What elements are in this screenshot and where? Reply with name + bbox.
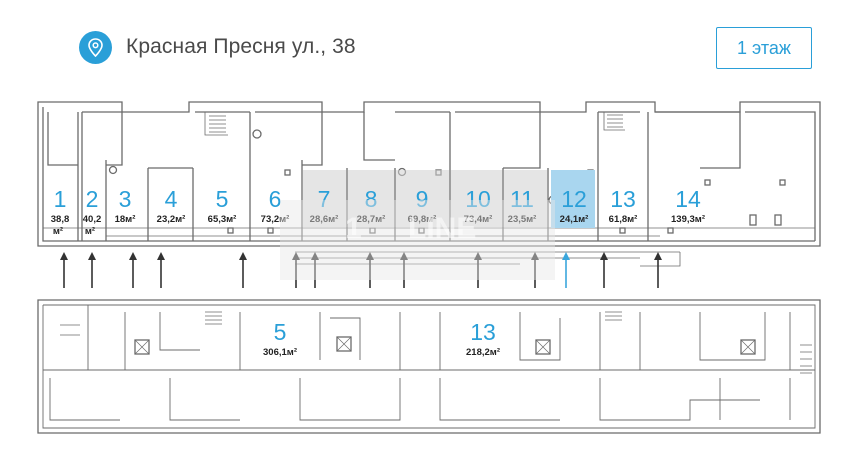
unit-number: 8 — [365, 186, 378, 212]
unit-9-fill[interactable] — [396, 170, 449, 228]
watermark-left: 1 — [345, 212, 362, 245]
unit-area-unit: м² — [53, 226, 63, 237]
unit-area: 28,6м² — [310, 214, 339, 225]
unit-area: 24,1м² — [560, 214, 589, 225]
unit-area: 61,8м² — [609, 214, 638, 225]
unit-area: 65,3м² — [208, 214, 237, 225]
unit-number: 4 — [165, 186, 178, 212]
unit-area: 18м² — [115, 214, 136, 225]
unit-1[interactable]: 1 38,8м² — [51, 186, 70, 237]
unit-10[interactable]: 10 73,4м² — [464, 186, 493, 225]
unit-area: 40,2 — [83, 214, 102, 225]
unit-12-fill[interactable] — [551, 170, 595, 228]
unit-number: 5 — [274, 319, 287, 345]
unit-number: 2 — [86, 186, 99, 212]
unit-area: 28,7м² — [357, 214, 386, 225]
unit-number: 5 — [216, 186, 229, 212]
unit-area: 69,8м² — [408, 214, 437, 225]
unit-11[interactable]: 11 23,5м² — [508, 186, 537, 225]
unit-4[interactable]: 4 23,2м² — [157, 186, 186, 225]
unit-area: 23,2м² — [157, 214, 186, 225]
unit-2[interactable]: 2 40,2м² — [83, 186, 102, 237]
entrance-arrows — [60, 252, 662, 288]
unit-fills — [303, 170, 595, 228]
unit-7[interactable]: 7 28,6м² — [310, 186, 339, 225]
basement-unit-13[interactable]: 13 218,2м² — [466, 319, 500, 358]
unit-number: 3 — [119, 186, 132, 212]
unit-8-fill[interactable] — [348, 170, 394, 228]
unit-area: 306,1м² — [263, 347, 297, 358]
unit-number: 11 — [510, 186, 534, 212]
unit-3[interactable]: 3 18м² — [115, 186, 136, 225]
unit-area: 73,2м² — [261, 214, 290, 225]
unit-number: 1 — [54, 186, 67, 212]
entrance-arrow-head — [366, 252, 374, 260]
unit-9[interactable]: 9 69,8м² — [408, 186, 437, 225]
unit-number: 7 — [318, 186, 331, 212]
unit-13[interactable]: 13 61,8м² — [609, 186, 638, 225]
unit-number: 14 — [675, 186, 701, 212]
entrance-arrow-head — [88, 252, 96, 260]
watermark: 1 LINE — [280, 200, 555, 280]
unit-area: 23,5м² — [508, 214, 537, 225]
entrance-arrow-head — [654, 252, 662, 260]
basement-outer-wall — [37, 299, 821, 434]
unit-8[interactable]: 8 28,7м² — [357, 186, 386, 225]
unit-area: 218,2м² — [466, 347, 500, 358]
basement-unit-5[interactable]: 5 306,1м² — [263, 319, 297, 358]
unit-number: 10 — [465, 186, 491, 212]
unit-number: 13 — [470, 319, 496, 345]
entrance-arrow-head — [157, 252, 165, 260]
location-pin-icon — [79, 31, 112, 64]
unit-labels-top: 138,8м²240,2м²318м²423,2м²565,3м²673,2м²… — [51, 186, 705, 237]
entrance-arrow-head — [129, 252, 137, 260]
unit-5[interactable]: 5 65,3м² — [208, 186, 237, 225]
unit-number: 6 — [269, 186, 282, 212]
unit-number: 13 — [610, 186, 636, 212]
address-title: Красная Пресня ул., 38 — [126, 35, 356, 58]
unit-area: 38,8 — [51, 214, 70, 225]
header: Красная Пресня ул., 38 1 этаж — [0, 0, 853, 90]
unit-7-fill[interactable] — [303, 170, 346, 228]
unit-area: 73,4м² — [464, 214, 493, 225]
entrance-arrow-head — [600, 252, 608, 260]
floor-selector-button[interactable]: 1 этаж — [716, 27, 812, 69]
entrance-arrow-head — [311, 252, 319, 260]
entrance-arrow-head — [562, 252, 570, 260]
unit-12[interactable]: 12 24,1м² — [560, 186, 589, 225]
unit-14[interactable]: 14 139,3м² — [671, 186, 705, 225]
unit-area-unit: м² — [85, 226, 95, 237]
unit-10-fill[interactable] — [451, 170, 502, 228]
unit-6[interactable]: 6 73,2м² — [261, 186, 290, 225]
unit-11-fill[interactable] — [504, 170, 547, 228]
entrance-arrow-head — [60, 252, 68, 260]
unit-area: 139,3м² — [671, 214, 705, 225]
entrance-arrow-head — [400, 252, 408, 260]
unit-number: 12 — [561, 186, 587, 212]
entrance-arrow-head — [531, 252, 539, 260]
unit-number: 9 — [416, 186, 429, 212]
entrance-arrow-head — [474, 252, 482, 260]
entrance-arrow-head — [239, 252, 247, 260]
watermark-right: LINE — [408, 212, 476, 245]
entrance-arrow-head — [292, 252, 300, 260]
unit-labels-bottom: 5 306,1м² 13 218,2м² — [263, 319, 500, 358]
